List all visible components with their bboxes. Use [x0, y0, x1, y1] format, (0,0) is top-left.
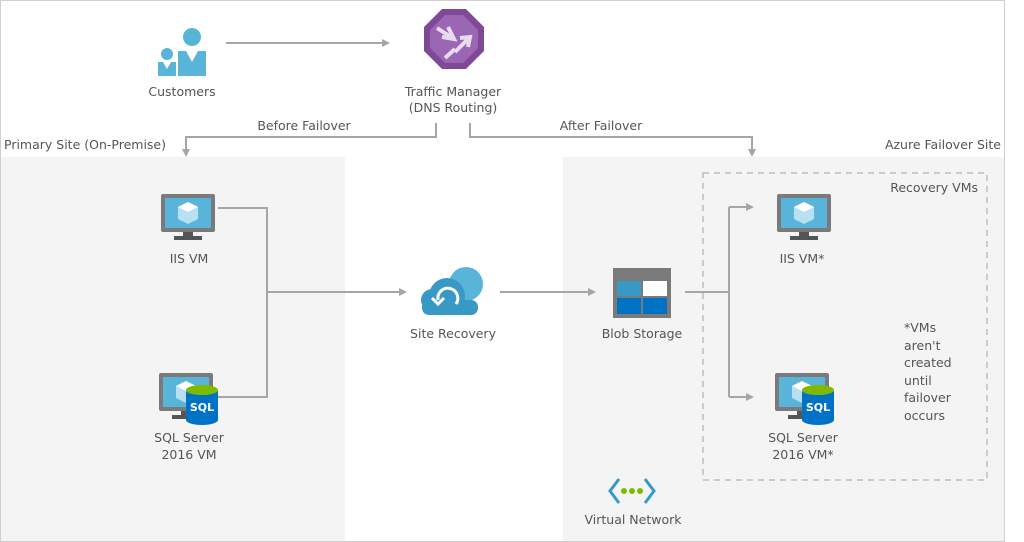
recovery-vms-box — [702, 172, 988, 481]
vm-creation-note: *VMs aren't created until failover occur… — [904, 320, 952, 423]
blob-to-vms-connector — [685, 207, 730, 397]
blob-storage-icon — [613, 268, 671, 318]
traffic-manager-label-1: Traffic Manager — [404, 84, 502, 99]
virtual-network-label: Virtual Network — [584, 512, 682, 527]
iis-vm-recovery-label: IIS VM* — [780, 251, 825, 266]
site-recovery-cloud-icon — [421, 267, 483, 315]
svg-text:occurs: occurs — [904, 408, 945, 423]
virtual-network-icon — [608, 478, 656, 504]
before-failover-label: Before Failover — [257, 118, 351, 133]
traffic-manager-label-2: (DNS Routing) — [409, 100, 498, 115]
recovery-vms-label: Recovery VMs — [890, 180, 978, 195]
sql-badge-text: SQL — [190, 401, 214, 414]
iis-vm-label: IIS VM — [170, 251, 209, 266]
customers-icon — [158, 28, 206, 76]
primary-site-label: Primary Site (On-Premise) — [4, 137, 166, 152]
customers-label: Customers — [148, 84, 215, 99]
primary-to-recovery-connector — [218, 207, 268, 398]
sql-badge-text-recovery: SQL — [806, 401, 830, 414]
svg-text:*VMs: *VMs — [904, 320, 936, 335]
after-failover-arrow — [469, 123, 756, 157]
sql-vm-recovery-label-2: 2016 VM* — [772, 447, 833, 462]
svg-text:aren't: aren't — [904, 338, 941, 353]
sql-vm-icon: SQL — [159, 373, 218, 425]
traffic-manager-icon — [424, 9, 484, 69]
site-recovery-label: Site Recovery — [410, 326, 497, 341]
before-failover-arrow — [182, 123, 437, 157]
sql-vm-label-1: SQL Server — [154, 430, 225, 445]
svg-text:until: until — [904, 373, 932, 388]
sql-vm-recovery-label-1: SQL Server — [768, 430, 839, 445]
azure-site-label: Azure Failover Site — [885, 137, 1001, 152]
sql-vm-label-2: 2016 VM — [161, 447, 216, 462]
svg-text:failover: failover — [904, 390, 952, 405]
sql-vm-recovery-icon: SQL — [775, 373, 834, 425]
blob-storage-label: Blob Storage — [602, 326, 683, 341]
svg-text:created: created — [904, 355, 952, 370]
after-failover-label: After Failover — [560, 118, 643, 133]
